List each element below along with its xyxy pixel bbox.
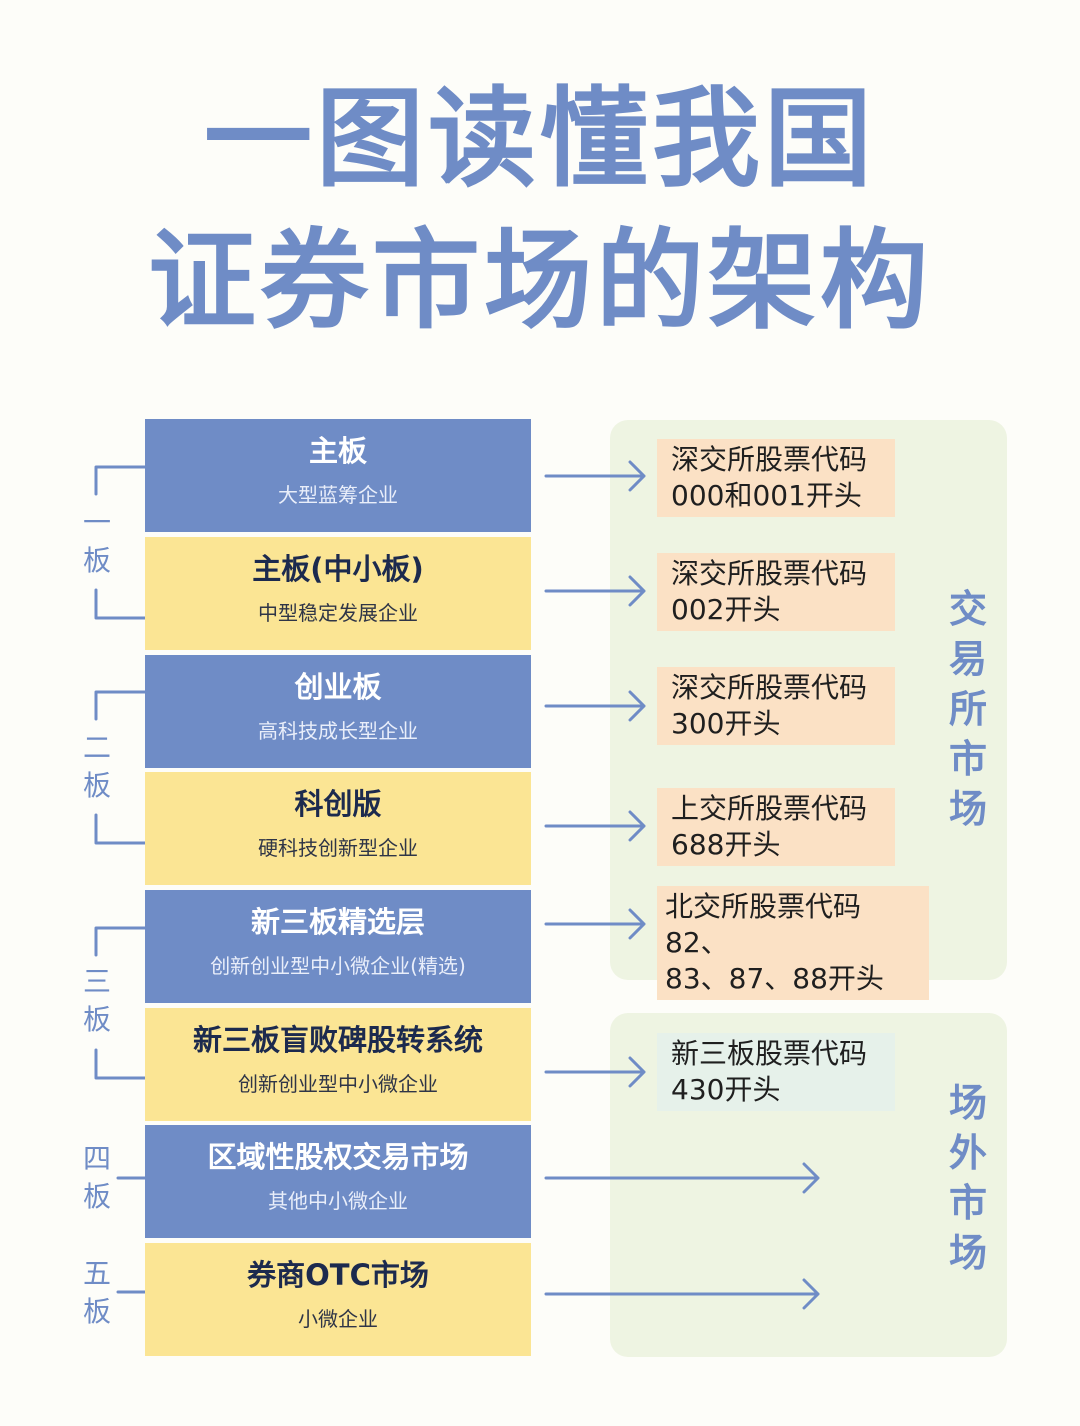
code-box-szse-002: 深交所股票代码 002开头 <box>657 553 895 631</box>
code-box-neeq-430: 新三板股票代码 430开头 <box>657 1033 895 1111</box>
arrow-8 <box>544 1278 820 1310</box>
board-desc: 小微企业 <box>298 1307 378 1331</box>
board-name: 主板 <box>308 434 367 468</box>
tier-label-1: 一板 <box>78 504 116 582</box>
board-name: 券商OTC市场 <box>247 1258 429 1292</box>
board-desc: 创新创业型中小微企业 <box>238 1072 438 1096</box>
code-line-2: 000和001开头 <box>671 479 862 512</box>
board-main: 主板 大型蓝筹企业 <box>145 419 531 532</box>
code-box-sse-688: 上交所股票代码 688开头 <box>657 788 895 866</box>
arrow-7 <box>544 1162 820 1194</box>
board-name: 区域性股权交易市场 <box>207 1140 469 1174</box>
code-box-szse-300: 深交所股票代码 300开头 <box>657 667 895 745</box>
arrow-2 <box>544 575 646 607</box>
arrow-6 <box>544 1056 646 1088</box>
arrow-1 <box>544 460 646 492</box>
code-line-1: 深交所股票代码 <box>671 557 868 590</box>
board-star: 科创版 硬科技创新型企业 <box>145 772 531 885</box>
board-desc: 其他中小微企业 <box>268 1189 408 1213</box>
code-box-bse: 北交所股票代码82、 83、87、88开头 <box>657 886 929 1000</box>
code-line-1: 深交所股票代码 <box>671 443 868 476</box>
tier-label-3: 三板 <box>78 963 116 1041</box>
arrow-5 <box>544 908 646 940</box>
code-line-1: 上交所股票代码 <box>671 792 868 825</box>
board-desc: 中型稳定发展企业 <box>258 601 418 625</box>
code-line-2: 688开头 <box>671 828 781 861</box>
code-line-2: 002开头 <box>671 593 781 626</box>
exchange-market-label: 交易所市场 <box>948 587 987 831</box>
board-name: 主板(中小板) <box>252 552 424 586</box>
code-line-2: 300开头 <box>671 707 781 740</box>
tier-label-4: 四板 <box>78 1140 116 1218</box>
tier-label-2: 二板 <box>78 729 116 807</box>
code-line-2: 83、87、88开头 <box>665 962 884 995</box>
code-line-1: 新三板股票代码 <box>671 1037 868 1070</box>
arrow-4 <box>544 810 646 842</box>
title-line-1: 一图读懂我国 <box>203 77 876 202</box>
arrow-3 <box>544 690 646 722</box>
tier-1-bracket <box>94 465 147 620</box>
code-line-1: 深交所股票代码 <box>671 671 868 704</box>
title-line-2: 证券市场的架构 <box>147 219 932 344</box>
board-name: 科创版 <box>294 787 382 821</box>
board-name: 新三板盲败碑股转系统 <box>192 1023 483 1057</box>
board-sme: 主板(中小板) 中型稳定发展企业 <box>145 537 531 650</box>
board-regional-equity: 区域性股权交易市场 其他中小微企业 <box>145 1125 531 1238</box>
tier-2-bracket <box>94 690 147 845</box>
code-box-szse-000: 深交所股票代码 000和001开头 <box>657 439 895 517</box>
board-broker-otc: 券商OTC市场 小微企业 <box>145 1243 531 1356</box>
tier-label-5: 五板 <box>78 1255 116 1333</box>
board-chinext: 创业板 高科技成长型企业 <box>145 655 531 768</box>
tier-3-bracket <box>94 926 147 1080</box>
board-neeq-system: 新三板盲败碑股转系统 创新创业型中小微企业 <box>145 1008 531 1121</box>
board-desc: 高科技成长型企业 <box>258 719 418 743</box>
board-name: 创业板 <box>294 670 382 704</box>
board-name: 新三板精选层 <box>250 905 425 939</box>
board-neeq-select: 新三板精选层 创新创业型中小微企业(精选) <box>145 890 531 1003</box>
board-desc: 硬科技创新型企业 <box>258 836 418 860</box>
otc-market-label: 场外市场 <box>948 1081 987 1275</box>
board-desc: 创新创业型中小微企业(精选) <box>210 954 466 978</box>
code-line-2: 430开头 <box>671 1073 781 1106</box>
code-line-1: 北交所股票代码82、 <box>665 890 862 959</box>
board-desc: 大型蓝筹企业 <box>278 483 398 507</box>
